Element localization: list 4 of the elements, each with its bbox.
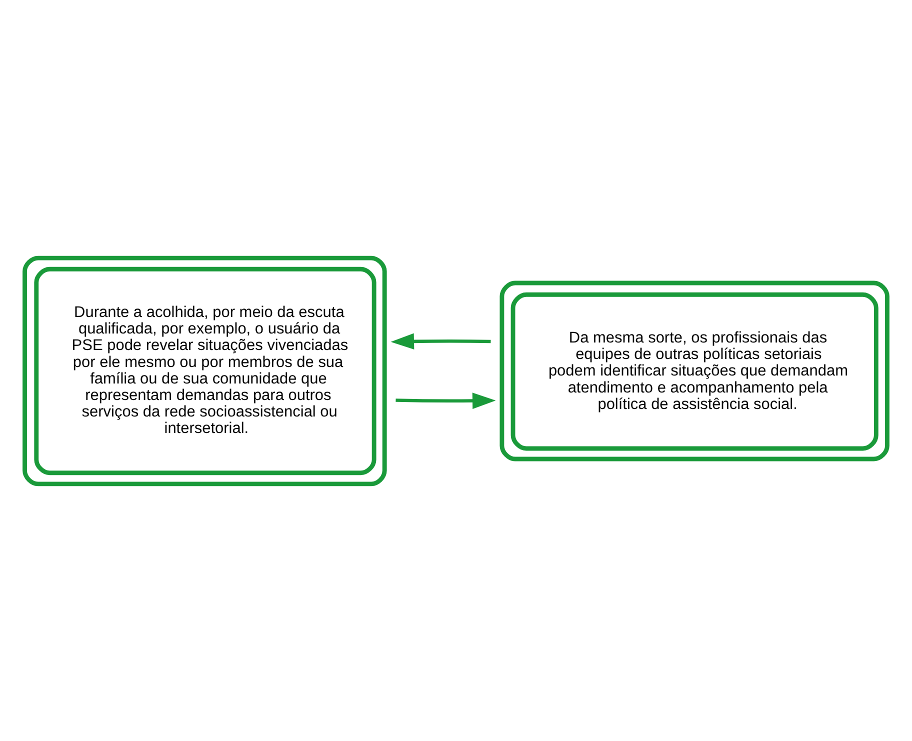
arrow (396, 392, 496, 408)
arrow (390, 332, 491, 350)
node-box: Durante a acolhida, por meio da escuta qualificada, por exemplo, o usuário da PSE pode revelar situações vivenciadas por ele mesmo ou por membros de sua família ou de sua comunidade que representam demandas para outros serviços da rede socioassistencial ou intersetorial. (22, 255, 387, 486)
node-box: Da mesma sorte, os profissionais das equipes de outras políticas setoriais podem identificar situações que demandam atendimento e acompanhamento pela política de assistência social. (500, 280, 890, 461)
